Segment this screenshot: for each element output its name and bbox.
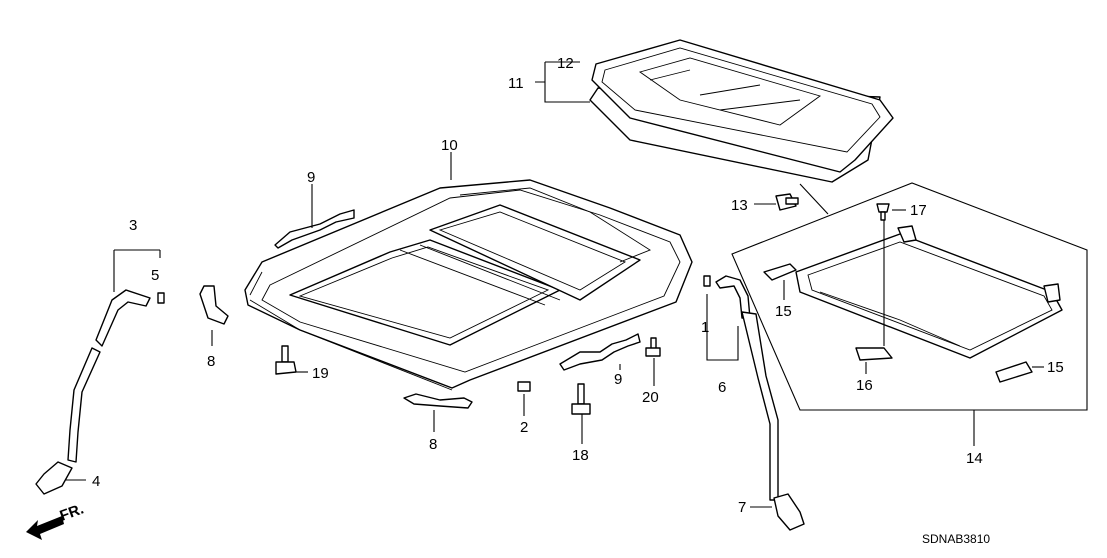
callout-9b: 9 [614,371,622,388]
callout-16: 16 [856,377,873,394]
callout-1: 1 [701,319,709,336]
callout-11: 11 [508,75,524,92]
bolt-19[interactable] [275,345,297,375]
bracket-9-right[interactable] [559,333,641,371]
callout-15b: 15 [1047,359,1064,376]
front-label: FR. [58,501,87,525]
callout-15a: 15 [775,303,792,320]
bolt-20[interactable] [645,337,661,357]
sunshade-panel[interactable] [795,225,1063,359]
callout-3: 3 [129,217,137,234]
callout-17: 17 [910,202,927,219]
callout-9a: 9 [307,169,315,186]
drain-hose-left[interactable] [35,289,165,495]
callout-7: 7 [738,499,746,516]
guide-16[interactable] [855,347,893,361]
bracket-8-bottom[interactable] [403,393,473,409]
callout-2: 2 [520,419,528,436]
callout-13: 13 [731,197,748,214]
callout-18: 18 [572,447,589,464]
callout-labels: 1 2 3 4 5 6 7 8 8 9 9 10 11 12 13 14 15 … [92,55,1064,516]
bolt-13[interactable] [775,193,799,211]
callout-8b: 8 [429,436,437,453]
glass-panel[interactable] [589,39,894,183]
bracket-8-left[interactable] [199,285,229,325]
sunshade-box [731,182,1088,411]
drain-hose-right[interactable] [703,275,805,531]
guide-15-left[interactable] [763,263,797,281]
callout-19: 19 [312,365,329,382]
front-arrow-icon [26,516,64,540]
callout-20: 20 [642,389,659,406]
callout-5: 5 [151,267,159,284]
leader-lines [66,61,1044,508]
callout-6: 6 [718,379,726,396]
screw-17[interactable] [876,203,890,221]
guide-15-right[interactable] [995,361,1033,383]
callout-10: 10 [441,137,458,154]
callout-8a: 8 [207,353,215,370]
callout-4: 4 [92,473,100,490]
callout-12: 12 [557,55,574,72]
bolt-18[interactable] [571,383,591,415]
clip-2[interactable] [517,381,531,392]
bracket-9-left[interactable] [274,209,355,249]
diagram-code: SDNAB3810 [922,532,990,546]
sunroof-frame[interactable] [244,179,693,391]
callout-14: 14 [966,450,983,467]
